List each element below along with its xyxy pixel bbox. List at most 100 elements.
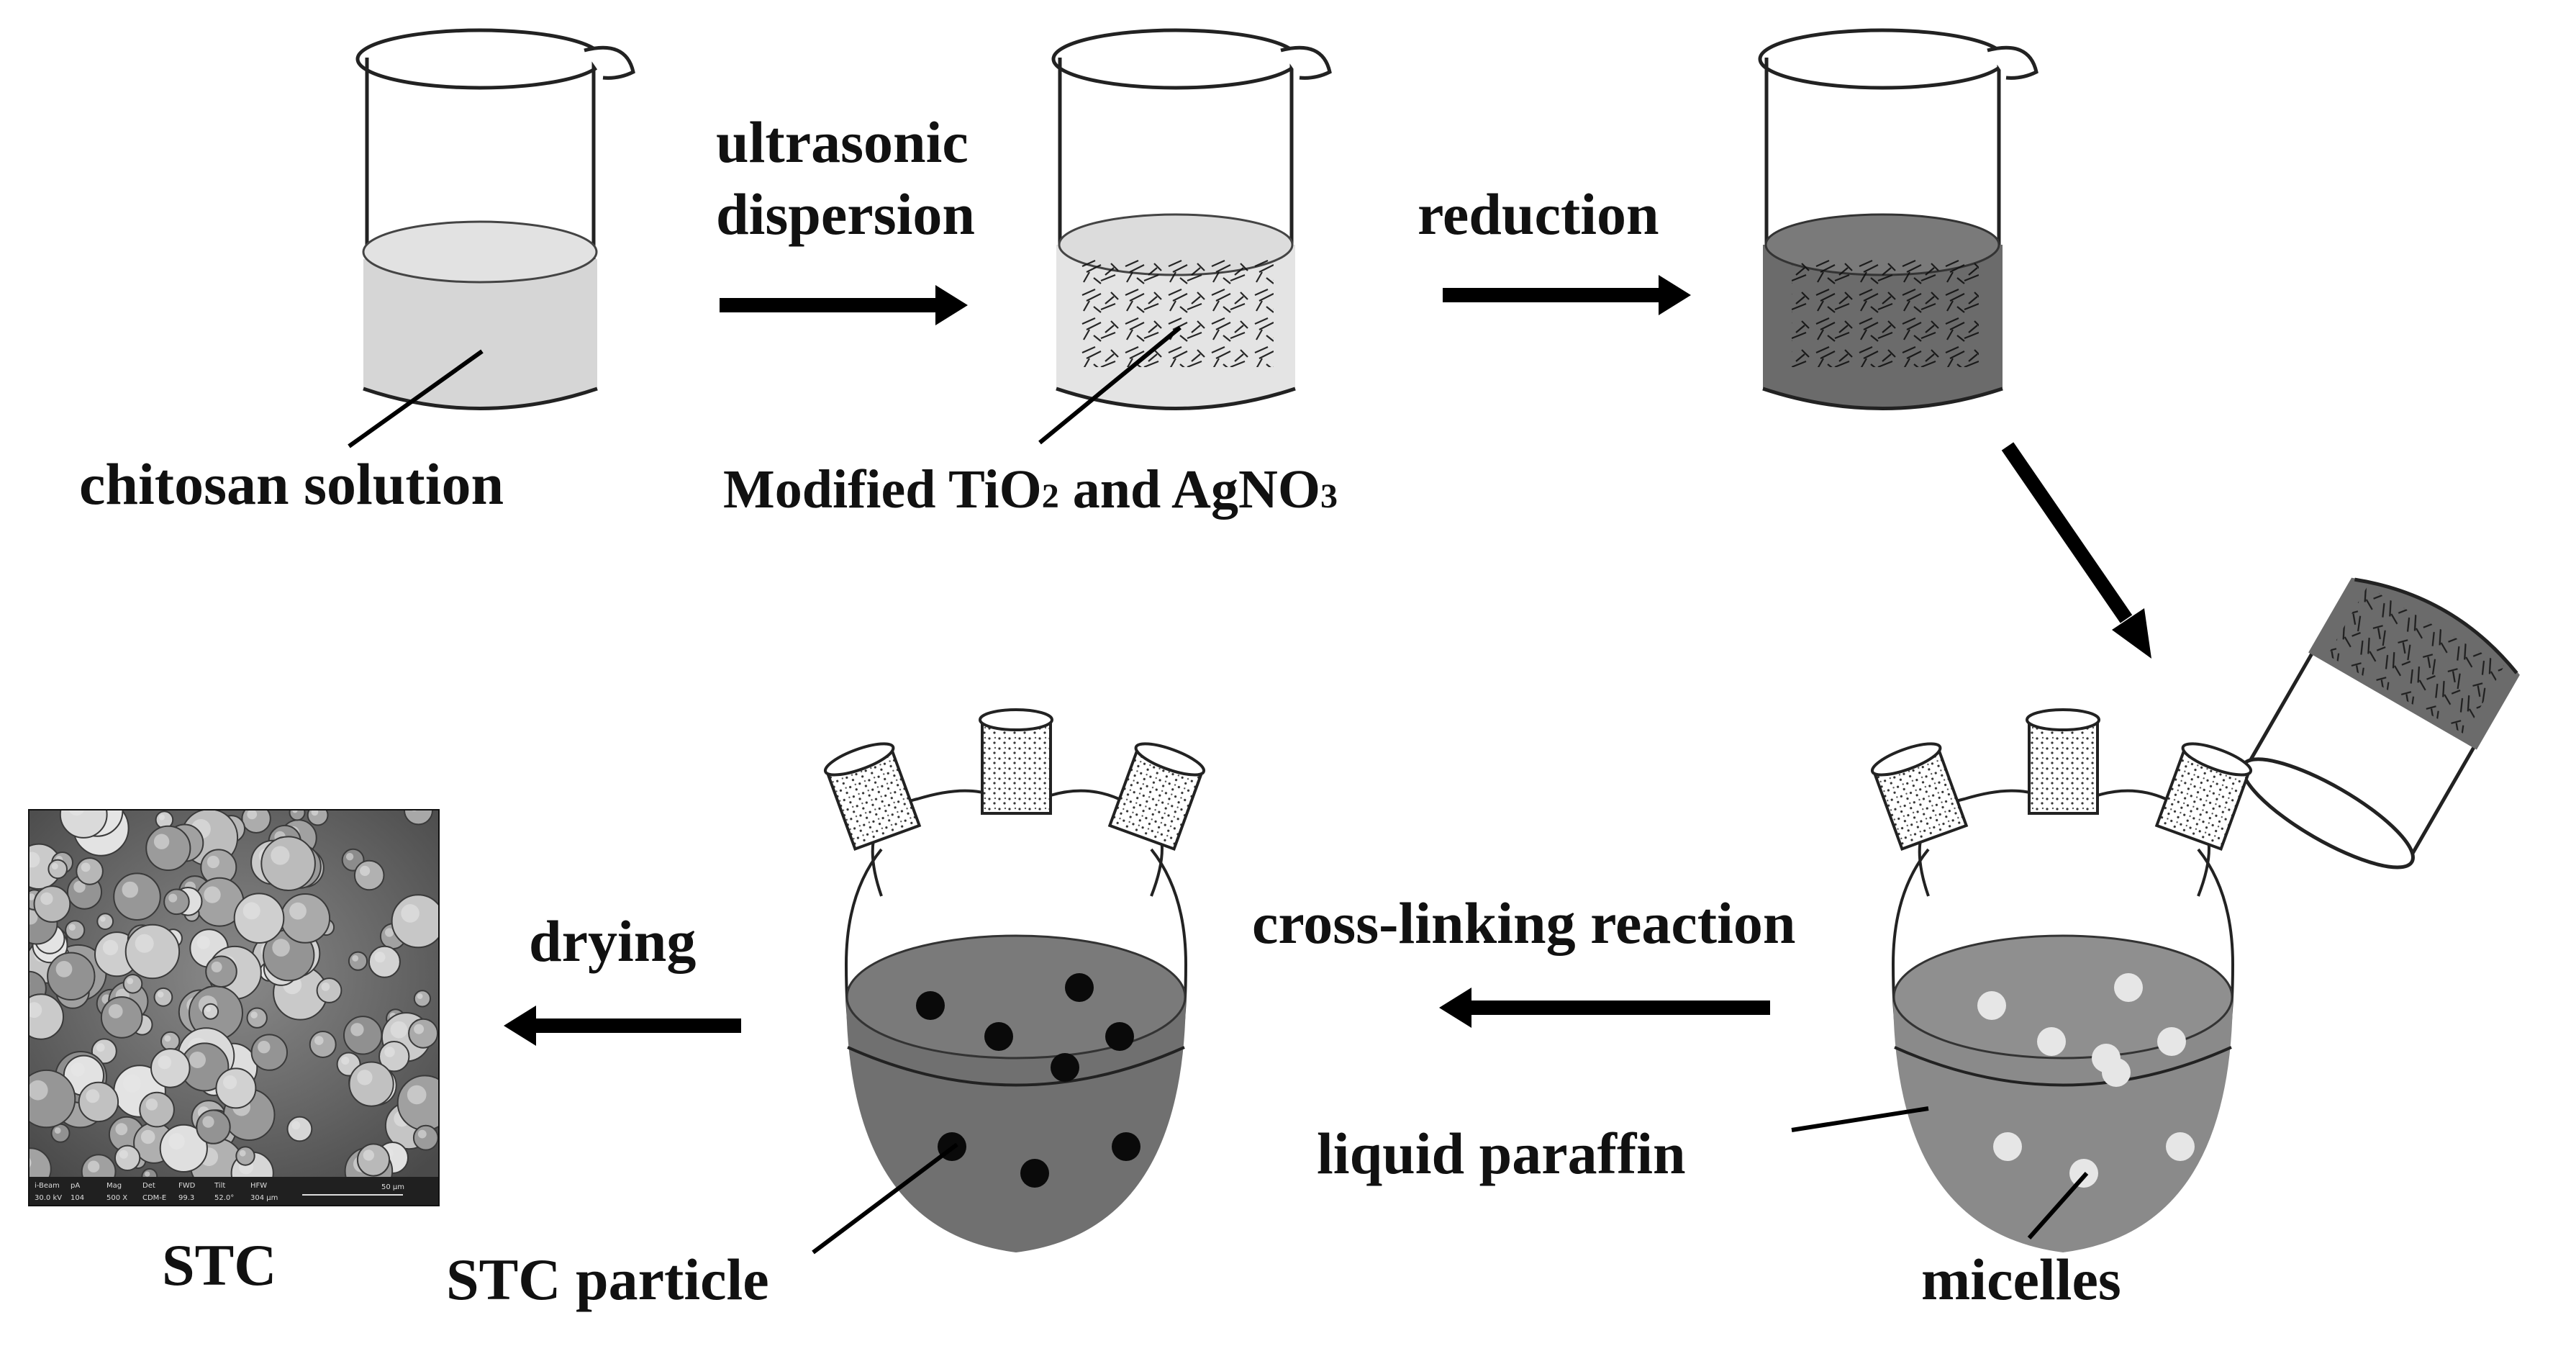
sem-sphere-highlight [311,810,319,816]
sem-sphere-highlight [196,936,210,949]
sem-sphere [396,1075,439,1132]
sem-sphere [139,1091,175,1128]
sem-sphere-highlight [81,862,91,872]
sem-sphere [29,1069,76,1129]
sem-sphere [122,974,143,994]
sem-sphere-highlight [87,1160,100,1173]
sem-sphere-highlight [289,902,307,920]
sem-sphere-highlight [29,1080,48,1101]
sem-sphere-highlight [357,1070,373,1085]
sem-sphere [29,993,64,1040]
sem-databar-header: HFW [250,1182,267,1190]
sem-sphere-highlight [29,910,38,925]
leader-micelles [2027,1172,2089,1239]
sem-sphere-highlight [314,1036,324,1045]
sem-databar-header: i-Beam [35,1182,60,1190]
sem-sphere-highlight [352,955,359,962]
sem-databar-header: Tilt [214,1182,225,1190]
sem-sphere [412,1124,439,1151]
sem-sphere [160,1031,181,1052]
sem-sphere [150,1048,191,1088]
sem-sphere [145,825,191,872]
sem-sphere-highlight [250,1011,258,1018]
sem-sphere-highlight [100,916,106,922]
sem-sphere [100,996,143,1039]
sem-databar [29,1177,439,1206]
sem-sphere-highlight [86,1089,100,1103]
sem-databar-value: 500 X [106,1194,127,1202]
sem-sphere-highlight [40,892,53,905]
sem-sphere-highlight [73,880,86,893]
beaker-reduced [1758,28,2038,410]
sem-sphere-highlight [29,852,40,868]
sem-sphere-highlight [247,810,258,820]
sem-sphere-highlight [135,934,154,953]
sem-sphere [76,857,104,885]
sem-sphere-highlight [414,1024,425,1034]
sem-sphere-highlight [207,855,219,869]
sem-sphere-highlight [385,928,394,937]
leader-chitosan [348,349,484,448]
sem-sphere-highlight [272,939,290,957]
sem-sphere-highlight [122,1074,141,1093]
sem-sphere-highlight [242,902,260,920]
label-stc: STC [162,1232,277,1298]
leader-paraffin [1791,1106,1929,1132]
sem-sphere-highlight [122,881,139,898]
sem-databar-value: 104 [71,1194,84,1202]
sem-sphere [124,923,181,980]
sem-sphere-highlight [390,1021,408,1039]
sem-sphere [114,1144,141,1172]
sem-sphere [348,951,368,971]
sem-databar-header: pA [71,1182,80,1190]
sem-sphere [408,1018,439,1049]
sem-sphere-highlight [68,923,76,931]
sem-sphere-highlight [168,893,178,903]
sem-sphere-highlight [164,1035,171,1042]
sem-sphere [343,1016,383,1055]
sem-scale-label: 50 µm [381,1183,404,1191]
sem-sphere-highlight [271,846,290,865]
label-reduction: reduction [1418,181,1659,247]
sem-sphere-highlight [51,863,58,870]
sem-sphere-highlight [205,1006,212,1012]
sem-sphere-highlight [145,1171,150,1177]
sem-sphere [33,885,71,923]
sem-sphere-highlight [292,810,298,813]
sem-sphere [391,894,439,949]
sem-sphere-highlight [29,1002,42,1018]
sem-sphere-highlight [168,1133,185,1150]
sem-sphere [29,1147,52,1177]
sem-sphere [309,1031,337,1058]
sem-sphere [241,810,271,834]
sem-sphere-highlight [345,853,354,861]
sem-sphere [113,872,161,921]
sem-sphere [153,987,173,1007]
sem-sphere [353,859,385,891]
sem-sphere-highlight [158,1055,172,1070]
sem-sphere-highlight [374,952,386,963]
sem-sphere [286,1116,313,1142]
sem-sphere [78,1081,119,1123]
label-chitosan-solution: chitosan solution [79,451,504,517]
sem-sphere [233,893,285,944]
sem-sphere-highlight [29,893,35,900]
sem-sphere-highlight [202,1116,214,1128]
liquid-light [363,259,597,409]
label-modified-tio2-agno3: Modified TiO2 and AgNO3 [723,459,1338,520]
label-stc-particle: STC particle [446,1247,769,1312]
sem-sphere [413,990,432,1008]
sem-sphere [96,913,114,930]
sem-sphere-highlight [239,1149,246,1157]
sem-sphere-highlight [157,991,164,998]
sem-sphere [246,1007,268,1029]
sem-sphere-highlight [140,1129,155,1144]
label-micelles: micelles [1921,1247,2121,1312]
sem-sphere-highlight [211,961,222,972]
sem-sphere-highlight [223,1075,237,1090]
sem-sphere [215,1067,257,1109]
sem-sphere-highlight [417,1129,427,1139]
sem-sphere-highlight [384,1047,395,1057]
sem-sphere [235,1146,255,1166]
